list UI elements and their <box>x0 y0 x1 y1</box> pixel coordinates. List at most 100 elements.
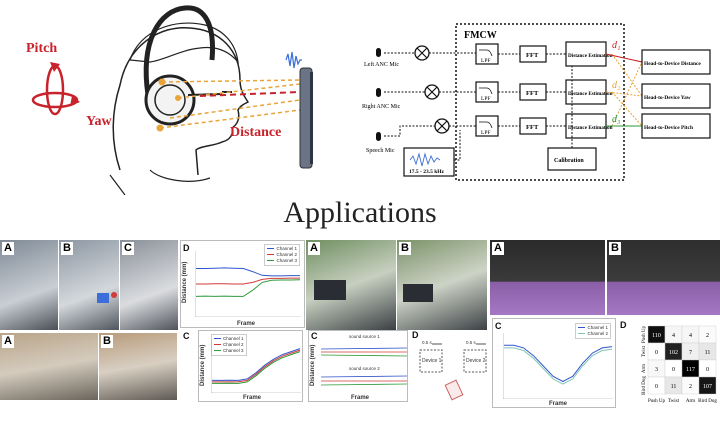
mic-label-speech: Speech Mic <box>366 148 395 154</box>
confusion-col-label: Bird Dog <box>698 399 717 404</box>
lpf-blocks <box>475 43 499 137</box>
neck-collar <box>109 169 211 195</box>
dist-est-2: Distance Estimation <box>568 91 613 97</box>
mic-dot-3 <box>175 95 181 101</box>
panel-label-b2: B <box>101 335 113 348</box>
plot-sound-sources: C sound source 1 sound source 2 Distance… <box>308 330 408 402</box>
mic-icon <box>376 48 381 141</box>
plot-c-channels: C Distance (mm) Frame Channel 1 Channel … <box>183 330 303 402</box>
mixer-icon <box>414 45 450 134</box>
dist-est-1: Distance Estimation <box>568 53 613 59</box>
photo-mid-a-laptop: A <box>306 240 396 330</box>
confusion-value: 11 <box>671 384 677 390</box>
d3-symbol: d₃ <box>612 114 621 125</box>
plot-d-svg <box>195 251 301 317</box>
offset-label-1: 0.5 s <box>422 340 432 345</box>
panel-label-mid-b: B <box>399 242 411 255</box>
confusion-value: 0 <box>655 384 658 390</box>
calibration-label: Calibration <box>554 158 584 164</box>
confusion-value: 110 <box>652 333 661 339</box>
output-yaw: Head-to-Device Yaw <box>644 95 691 101</box>
headphone-band <box>143 5 216 96</box>
plot-sound-label: C <box>311 331 318 341</box>
plot-d-xlabel: Frame <box>237 321 256 327</box>
chirp-wave <box>409 152 441 167</box>
confusion-value: 0 <box>672 367 675 373</box>
red-marker <box>111 292 117 298</box>
lpf-label-1: LPF <box>481 58 490 64</box>
fft-label-3: FFT <box>526 124 539 131</box>
device-1-label: Device 1 <box>422 358 442 364</box>
series-line-1 <box>196 267 300 277</box>
fft-label-2: FFT <box>526 90 539 97</box>
signal-lines <box>384 52 476 137</box>
series-line-2 <box>196 277 300 285</box>
confusion-label: D <box>620 320 627 330</box>
confusion-row-label: Push Up <box>642 325 647 343</box>
plot-c-svg <box>211 339 301 393</box>
laptop-shape-2 <box>403 284 433 302</box>
arrow-head-2 <box>70 96 80 106</box>
series-line-1 <box>504 344 613 383</box>
confusion-col-label: Push Up <box>648 399 666 404</box>
left-ear-cup <box>144 74 196 126</box>
plot-sound-svg <box>321 347 407 386</box>
device-diagram: D 0.5 s 0.5 s Device 1 Device 2 <box>410 330 490 402</box>
plot-d-label: D <box>183 243 190 253</box>
lpf-label-2: LPF <box>481 96 490 102</box>
chirp-range: 17.5 - 23.5 kHz <box>409 169 445 175</box>
confusion-value: 3 <box>655 367 658 373</box>
confusion-cell <box>698 376 717 395</box>
plot-c-label: C <box>183 331 190 341</box>
pitch-label: Pitch <box>26 41 57 56</box>
phone-box <box>444 379 464 401</box>
source1-label: sound source 1 <box>349 334 380 339</box>
mixer-crosses <box>416 47 448 132</box>
arrow-head-1 <box>50 62 60 72</box>
series-line-1 <box>212 348 301 381</box>
distance-estimation-blocks <box>565 41 607 139</box>
panel-label-a2: A <box>2 335 14 348</box>
confusion-value: 0 <box>706 367 709 373</box>
fft-label-1: FFT <box>526 52 539 59</box>
panel-label-b: B <box>61 242 73 255</box>
confusion-value: 107 <box>703 384 712 390</box>
plot-right-c-svg <box>503 333 613 399</box>
series-line-2 <box>504 347 613 385</box>
confusion-value: 2 <box>689 384 692 390</box>
confusion-row-label: Twist <box>642 345 647 357</box>
confusion-row-label: Bird Dog <box>642 376 647 395</box>
blue-marker <box>97 293 109 303</box>
series-line-3 <box>212 351 301 384</box>
confusion-value: 4 <box>689 333 692 339</box>
mic-label-right: Right ANC Mic <box>362 104 401 110</box>
source2-line-a <box>321 375 407 378</box>
mic-dot-2 <box>156 124 164 132</box>
photo-b2-laptop: B <box>99 333 177 400</box>
panel-label-c: C <box>122 242 134 255</box>
plot-d-channels: D Distance (mm) Frame Channel 1 Channel … <box>180 240 305 328</box>
confusion-value: 102 <box>669 350 678 356</box>
device-diagram-label: D <box>412 330 419 340</box>
source1-line-a <box>321 347 407 350</box>
photo-right-a-pushup: A <box>490 240 605 315</box>
output-distance: Head-to-Device Distance <box>644 61 701 67</box>
plot-sound-ylabel: Distance (mm) <box>310 344 316 386</box>
output-pitch: Head-to-Device Pitch <box>644 125 693 131</box>
series-line-3 <box>195 279 301 297</box>
distance-line <box>199 91 301 97</box>
mic-label-left: Left ANC Mic <box>364 61 399 68</box>
plot-d-legend: Channel 1 Channel 2 Channel 3 <box>264 244 300 266</box>
device-diagram-svg <box>419 343 487 401</box>
panel-label-right-b: B <box>609 242 621 255</box>
dist-est-3: Distance Estimation <box>568 125 613 131</box>
calibration-link <box>454 66 573 161</box>
panel-label-right-a: A <box>492 242 504 255</box>
lpf-fft-lines <box>498 53 566 127</box>
distance-label: Distance <box>230 125 281 140</box>
plot-d-ylabel: Distance (mm) <box>182 261 188 303</box>
photo-right-b-pushup: B <box>607 240 720 315</box>
plot-right-c: C Frame Channel 1 Channel 2 <box>492 318 616 408</box>
output-arrows-red <box>605 53 643 63</box>
